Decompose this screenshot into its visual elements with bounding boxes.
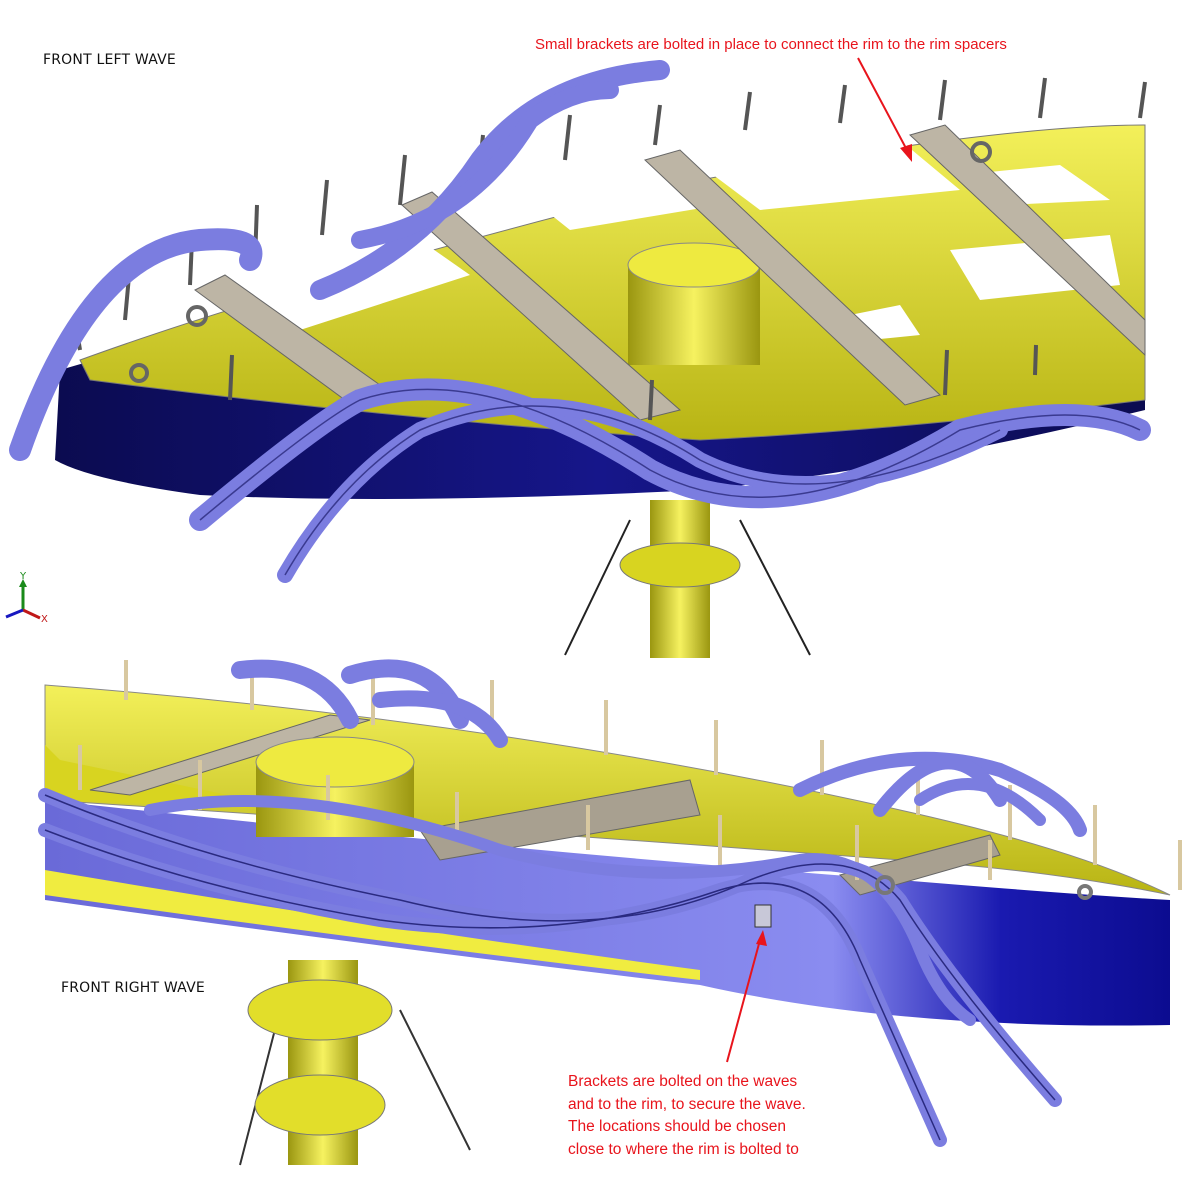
rim-spacer-beam bbox=[909, 124, 1146, 357]
pole-flange bbox=[619, 542, 741, 588]
rim-spacer-beam bbox=[401, 191, 682, 421]
pole-flange bbox=[247, 979, 393, 1041]
rim-spacer-beam bbox=[419, 779, 701, 861]
guy-wire bbox=[564, 519, 631, 656]
rim-spacer-beam bbox=[89, 714, 371, 796]
top-view-annotation: Small brackets are bolted in place to co… bbox=[535, 36, 1007, 53]
lifting-eye bbox=[129, 363, 149, 383]
guy-wire bbox=[239, 1009, 281, 1166]
bottom-view-annotation: Brackets are bolted on the waves and to … bbox=[568, 1071, 806, 1161]
rim-spacer-beam bbox=[644, 149, 941, 406]
lifting-eye bbox=[1077, 884, 1093, 900]
lifting-eye bbox=[970, 141, 992, 163]
guy-wire bbox=[739, 519, 811, 656]
bottom-view-title: FRONT RIGHT WAVE bbox=[61, 980, 205, 996]
guy-wire bbox=[399, 1009, 471, 1151]
hub-top bbox=[255, 736, 415, 788]
axis-triad: Y X bbox=[5, 571, 48, 625]
wave-bracket bbox=[754, 904, 772, 928]
lifting-eye bbox=[875, 875, 895, 895]
pole-flange bbox=[254, 1074, 386, 1136]
annotation-line: Brackets are bolted on the waves bbox=[568, 1073, 798, 1090]
annotation-line: The locations should be chosen bbox=[568, 1118, 787, 1135]
bracket-callout-arrow bbox=[857, 57, 912, 162]
annotation-line: close to where the rim is bolted to bbox=[568, 1140, 799, 1158]
front-left-wave-model bbox=[9, 60, 1151, 658]
y-axis-label: Y bbox=[19, 571, 27, 582]
front-right-wave-model bbox=[38, 659, 1182, 1166]
lifting-eye bbox=[186, 305, 208, 327]
annotation-line: and to the rim, to secure the wave. bbox=[568, 1095, 806, 1113]
x-axis-label: X bbox=[41, 614, 48, 625]
wave-bracket-callout-arrow bbox=[726, 930, 767, 1063]
top-view-title: FRONT LEFT WAVE bbox=[43, 52, 176, 68]
